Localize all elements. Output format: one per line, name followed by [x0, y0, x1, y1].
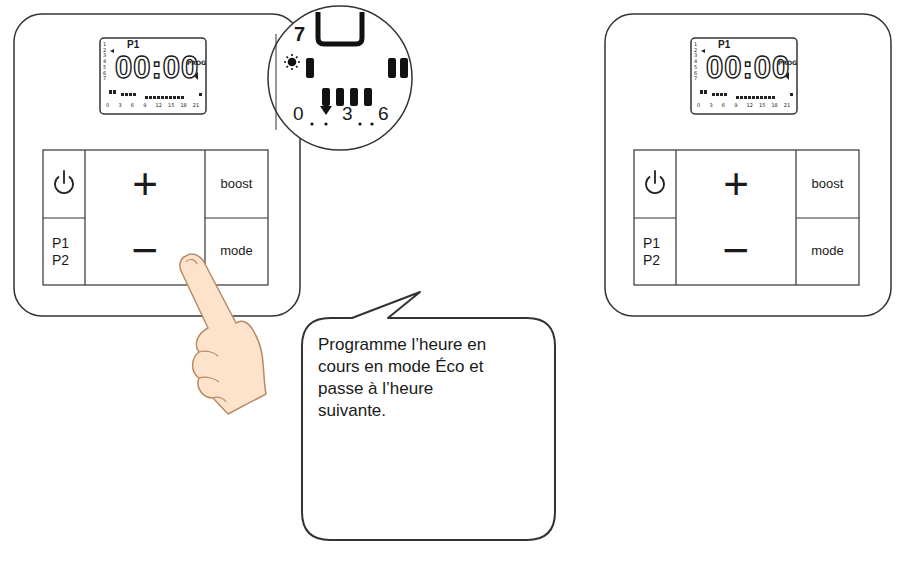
lcd-label: 1: [694, 42, 697, 47]
lcd-label: 18: [180, 103, 186, 108]
lcd-label: 18: [771, 103, 777, 108]
lcd-label: 21: [193, 103, 199, 108]
button-cell: mode: [797, 219, 858, 284]
lcd-digits: 00:00: [706, 52, 790, 83]
button-label: boost: [812, 177, 844, 191]
speech-bubble-text: Programme l’heure en cours en mode Éco e…: [318, 334, 543, 530]
thermostat-panel: [14, 14, 300, 316]
button-label: mode: [811, 244, 844, 258]
lcd-label: 15: [168, 103, 174, 108]
button-cell: +−: [677, 151, 795, 284]
zoom-scale-label: 3: [342, 104, 353, 123]
lcd-label: 15: [759, 103, 765, 108]
lcd-label: 6: [131, 103, 134, 108]
button-label: −: [723, 230, 750, 271]
lcd-label: 3: [694, 53, 697, 58]
lcd-digits: 00:00: [115, 52, 199, 83]
lcd-label: PROG: [778, 60, 797, 66]
zoom-detail: [268, 6, 412, 150]
button-label: +: [723, 164, 749, 204]
lcd-label: 9: [734, 103, 737, 108]
lcd-label: 9: [143, 103, 146, 108]
zoom-scale-label: 7: [294, 24, 305, 44]
zoom-scale-label: 6: [378, 104, 389, 123]
lcd-label: 5: [694, 65, 697, 70]
lcd-label: 6: [694, 71, 697, 76]
button-cell: P1 P2: [635, 219, 675, 284]
button-cell: boost: [206, 151, 267, 217]
pointing-hand: [180, 254, 266, 414]
lcd-label: 3: [709, 103, 712, 108]
lcd-label: 7: [694, 76, 697, 81]
lcd-label: 5: [103, 65, 106, 70]
lcd-label: 2: [694, 48, 697, 53]
zoom-scale-label: 0: [293, 104, 304, 123]
lcd-label: 7: [103, 76, 106, 81]
lcd-label: 6: [103, 71, 106, 76]
lcd-label: 3: [103, 53, 106, 58]
button-label: P1 P2: [643, 235, 667, 267]
lcd-label: 6: [722, 103, 725, 108]
button-label: mode: [220, 244, 253, 258]
button-cell: P1 P2: [44, 219, 84, 284]
lcd-label: 2: [103, 48, 106, 53]
lcd-label: 0: [697, 103, 700, 108]
lcd-label: PROG: [187, 60, 206, 66]
lcd-label: 12: [156, 103, 162, 108]
lcd-label: 3: [118, 103, 121, 108]
button-label: boost: [221, 177, 253, 191]
lcd-label: 1: [103, 42, 106, 47]
callout-text: Programme l’heure en cours en mode Éco e…: [318, 334, 493, 422]
lcd-label: 4: [103, 59, 106, 64]
button-cell: +−: [86, 151, 204, 284]
lcd-label: 4: [694, 59, 697, 64]
lcd-label: 0: [106, 103, 109, 108]
thermostat-panel: [605, 14, 891, 316]
speech-bubble: [302, 292, 555, 540]
lcd-label: P1: [127, 40, 139, 50]
button-cell: mode: [206, 219, 267, 284]
lcd-label: 21: [784, 103, 790, 108]
lcd-label: P1: [718, 40, 730, 50]
lcd-label: 12: [747, 103, 753, 108]
button-cell: boost: [797, 151, 858, 217]
button-label: −: [132, 230, 159, 271]
button-label: P1 P2: [52, 235, 76, 267]
button-label: +: [132, 164, 158, 204]
